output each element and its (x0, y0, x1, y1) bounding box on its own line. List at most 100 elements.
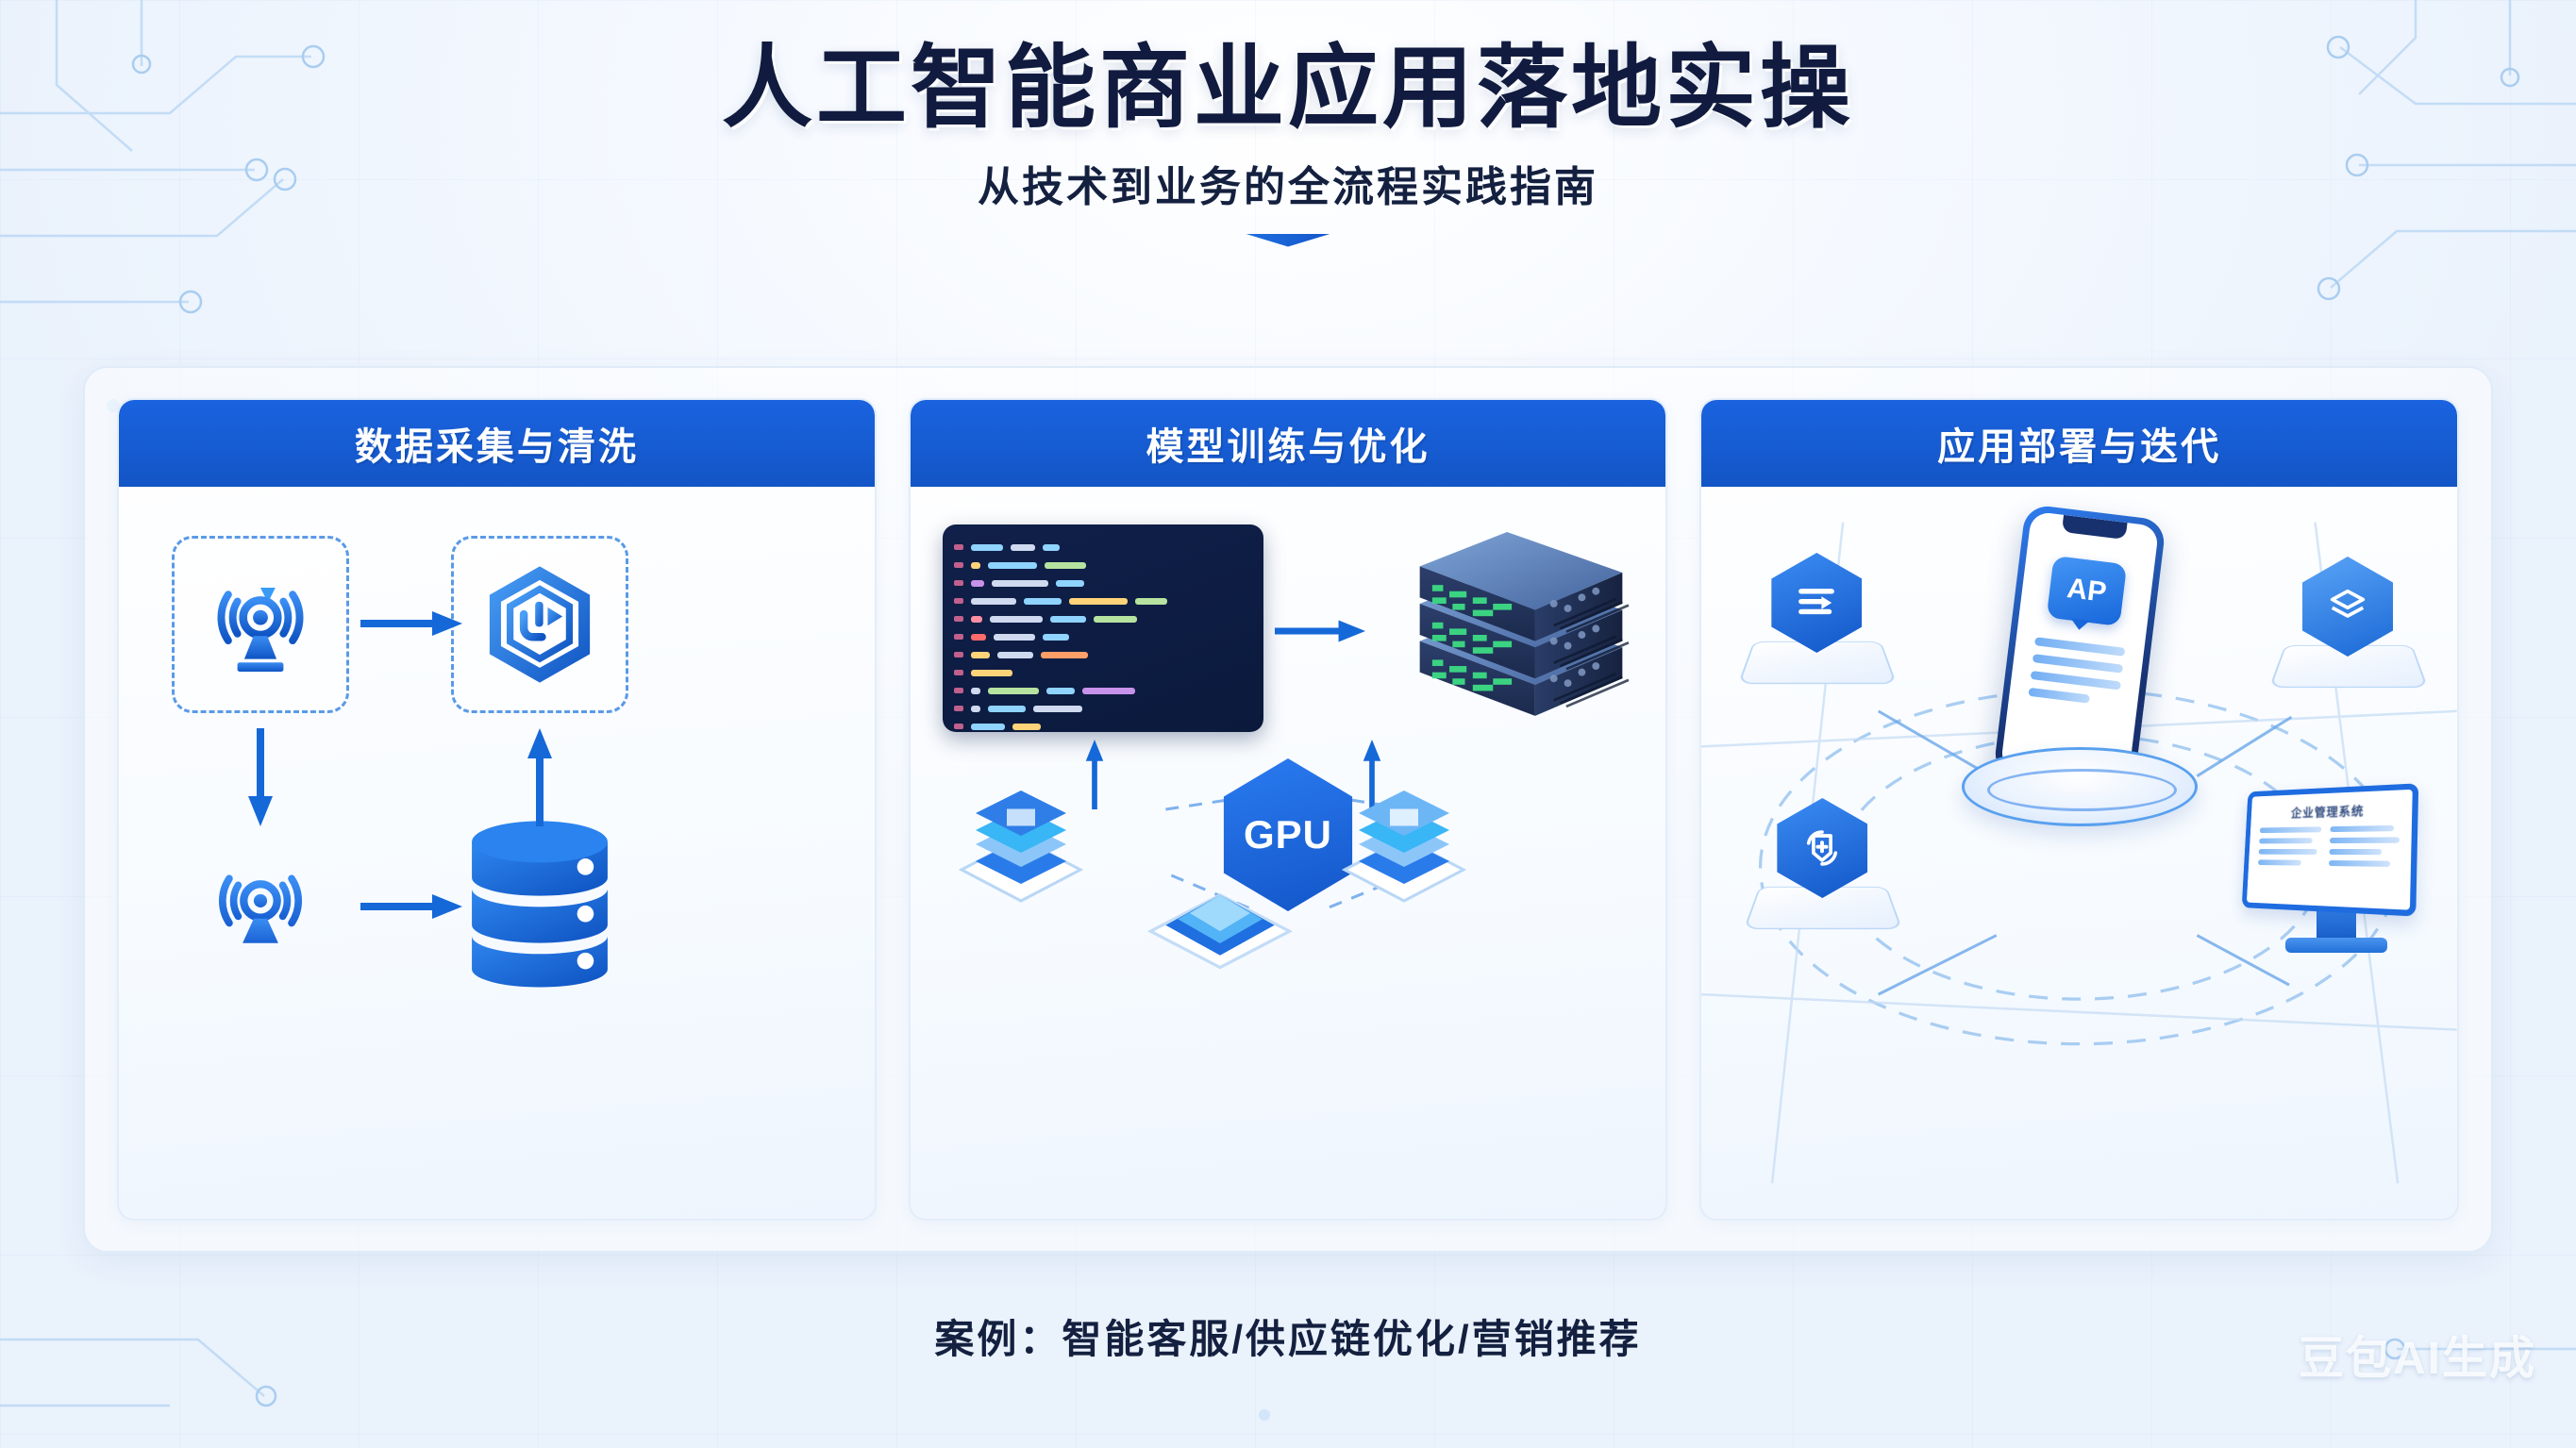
panel-title-3: 应用部署与迭代 (1937, 416, 2221, 471)
code-token (971, 580, 984, 587)
code-token (1033, 706, 1082, 712)
node-sensor-antenna-bottom (172, 819, 349, 996)
code-token (971, 634, 986, 641)
code-token (971, 670, 1012, 676)
code-line-number (954, 580, 963, 586)
server-stack-icon (1403, 532, 1639, 738)
code-token (971, 652, 990, 658)
panel-header-2: 模型训练与优化 (911, 400, 1666, 487)
panel-model-training: 模型训练与优化 (909, 398, 1668, 1221)
monitor-base (2285, 938, 2387, 953)
arrow-right-bottom (360, 894, 462, 919)
node-sync (1752, 798, 1894, 949)
panel-body-3: AP (1701, 487, 2457, 1219)
code-token (1046, 688, 1075, 694)
code-token (1050, 616, 1086, 623)
code-token (1011, 544, 1035, 551)
code-token (971, 544, 1003, 551)
database-cylinder-icon (463, 817, 616, 989)
node-server-rack (1403, 532, 1639, 738)
code-token (1024, 598, 1062, 605)
code-token (971, 724, 1005, 730)
code-line (954, 629, 1250, 644)
code-token (1041, 652, 1088, 658)
hexagon-sync-icon (1777, 798, 1867, 898)
gpu-cluster: GPU (911, 751, 1666, 968)
code-line (954, 683, 1250, 698)
page-title: 人工智能商业应用落地实操 (0, 38, 2576, 140)
app-badge-bubble: AP (2046, 556, 2126, 626)
code-line-number (954, 724, 963, 729)
code-token (1094, 616, 1137, 623)
iso-layers-icon (950, 768, 1092, 909)
monitor-stand (2317, 911, 2356, 938)
code-token (1135, 598, 1167, 605)
code-token (1043, 634, 1069, 641)
code-token (1043, 544, 1060, 551)
panel-app-deployment: 应用部署与迭代 (1699, 398, 2459, 1221)
code-token (988, 562, 1037, 569)
node-layer-stack-right (1333, 768, 1475, 909)
monitor-content-columns (2258, 825, 2400, 867)
iso-layers-icon (1145, 838, 1296, 989)
phone-notch (2062, 515, 2128, 540)
code-line (954, 665, 1250, 680)
phone-content-lines (2028, 637, 2125, 707)
watermark: 豆包AI生成 (2299, 1321, 2536, 1387)
code-line-number (954, 598, 963, 604)
code-line (954, 701, 1250, 716)
monitor-screen-title: 企业管理系统 (2260, 800, 2400, 822)
broadcast-antenna-icon (205, 852, 316, 963)
code-line-number (954, 652, 963, 657)
app-badge-label: AP (2065, 573, 2108, 609)
node-layer-stack-bottom (1145, 838, 1296, 989)
code-line (954, 540, 1250, 555)
title-accent-triangle (1245, 234, 1331, 247)
node-database-store (451, 804, 628, 1002)
list-lines-glyph (1791, 577, 1842, 628)
code-token (971, 562, 980, 569)
code-token (971, 616, 982, 623)
code-token (1012, 724, 1041, 730)
smartphone-icon: AP (1999, 511, 2159, 786)
panel-data-collection: 数据采集与清洗 (117, 398, 877, 1221)
code-line (954, 593, 1250, 608)
phone-pedestal (1962, 747, 2198, 826)
sync-shield-glyph (1798, 824, 1847, 873)
code-token (1045, 562, 1086, 569)
panel-body-1 (119, 487, 875, 1219)
code-line (954, 719, 1250, 732)
code-token (994, 634, 1035, 641)
code-line (954, 575, 1250, 591)
panel-title-2: 模型训练与优化 (1146, 416, 1430, 471)
hexagon-process-icon (481, 564, 598, 685)
node-api (1747, 553, 1888, 704)
arrow-right-top (360, 611, 462, 636)
panel-header-3: 应用部署与迭代 (1701, 400, 2457, 487)
code-line-number (954, 670, 963, 675)
node-desktop-dashboard: 企业管理系统 (2233, 787, 2440, 957)
code-line (954, 647, 1250, 662)
footer-case-label: 案例：智能客服/供应链优化/营销推荐 (0, 1307, 2576, 1365)
code-line-number (954, 616, 963, 622)
code-token (997, 652, 1033, 658)
panel-header-1: 数据采集与清洗 (119, 400, 875, 487)
iso-layers-icon (1333, 768, 1475, 909)
code-token (992, 580, 1048, 587)
page-subtitle: 从技术到业务的全流程实践指南 (0, 153, 2576, 213)
code-token (971, 688, 980, 694)
code-token (971, 706, 980, 712)
code-token (971, 598, 1016, 605)
arrow-up-right (527, 728, 552, 826)
broadcast-antenna-icon (203, 567, 318, 682)
node-code-editor (943, 524, 1263, 732)
code-token (1069, 598, 1128, 605)
node-layer-stack-left (950, 768, 1092, 909)
code-token (990, 616, 1043, 623)
code-line (954, 611, 1250, 626)
arrow-down-left (248, 728, 273, 826)
code-line-number (954, 706, 963, 711)
code-line-number (954, 562, 963, 568)
node-cdn (2278, 557, 2419, 707)
code-token (1082, 688, 1135, 694)
